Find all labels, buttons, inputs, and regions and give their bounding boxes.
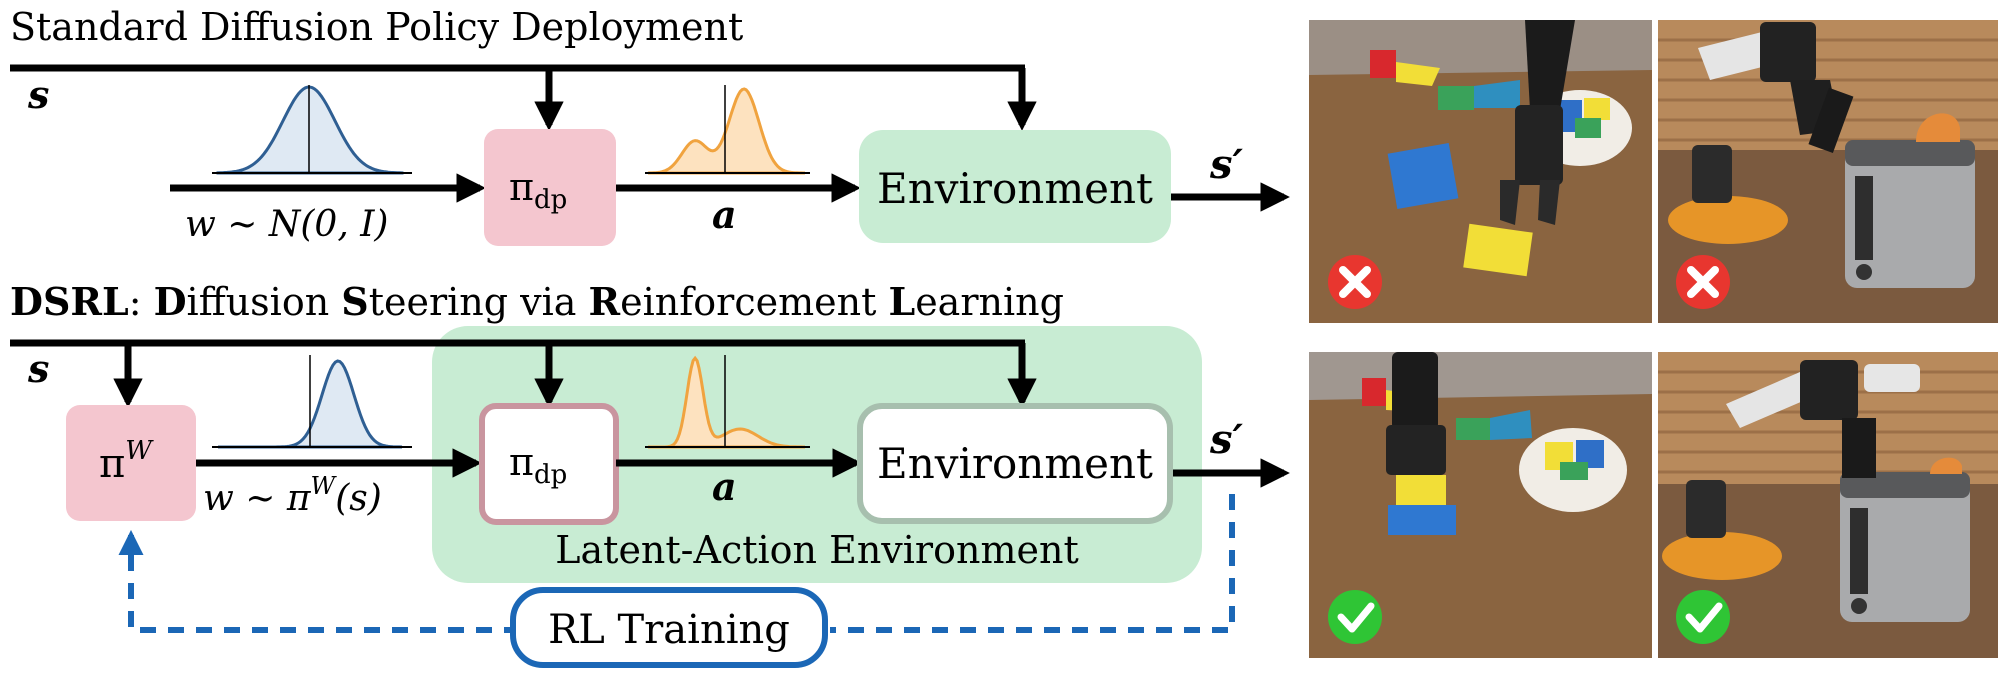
top-policy-label: πdp: [509, 165, 567, 215]
latent-action-environment-label: Latent-Action Environment: [555, 528, 1078, 572]
rl-training-loop-left: [118, 529, 520, 633]
latent-policy-box: [66, 405, 196, 521]
photo-blocks-success: [1309, 352, 1652, 658]
bottom-next-state-label: s′: [1209, 416, 1244, 463]
bottom-environment-label: Environment: [877, 439, 1153, 488]
rl-training-loop-right: [830, 494, 1235, 633]
bottom-state-label: s: [27, 346, 49, 391]
top-policy-box: [484, 129, 616, 246]
bottom-title-part: einforcement: [620, 280, 888, 324]
bottom-policy-label: πdp: [509, 440, 567, 490]
top-environment-label: Environment: [877, 164, 1153, 213]
photo-toaster-success: [1658, 352, 1998, 658]
bottom-action-label: a: [712, 464, 737, 509]
top-action-label: a: [712, 192, 737, 237]
bottom-title-part: R: [589, 279, 621, 324]
rl-training-box: [510, 587, 828, 668]
bottom-action-plot: [645, 355, 810, 449]
photo-toaster-fail: [1658, 20, 1998, 323]
top-noise-label: w ~ N(0, I): [185, 204, 388, 245]
top-state-label: s: [27, 72, 49, 117]
rl-training-label: RL Training: [548, 607, 790, 653]
bottom-title: DSRL: Diffusion Steering via Reinforceme…: [10, 279, 1064, 324]
bottom-title-part: L: [888, 279, 915, 324]
bottom-noise-label: w ~ πW(s): [203, 472, 382, 519]
bottom-title-part: DSRL: [10, 279, 129, 324]
top-environment-box: [859, 130, 1171, 243]
bottom-title-part: teering via: [369, 280, 589, 324]
bottom-title-part: D: [154, 279, 187, 324]
top-next-state-label: s′: [1209, 141, 1244, 188]
top-action-plot: [645, 85, 810, 175]
top-gaussian-plot: [212, 85, 412, 175]
latent-policy-label: πW: [99, 436, 154, 487]
bottom-title-part: iffusion: [187, 280, 342, 324]
bottom-environment-box: [857, 403, 1173, 524]
bottom-latent-noise-plot: [212, 355, 412, 449]
photo-blocks-fail: [1309, 20, 1652, 323]
top-title: Standard Diffusion Policy Deployment: [10, 5, 743, 49]
bottom-title-part: :: [129, 280, 154, 324]
bottom-title-part: earning: [915, 280, 1064, 324]
bottom-title-part: S: [341, 279, 368, 324]
